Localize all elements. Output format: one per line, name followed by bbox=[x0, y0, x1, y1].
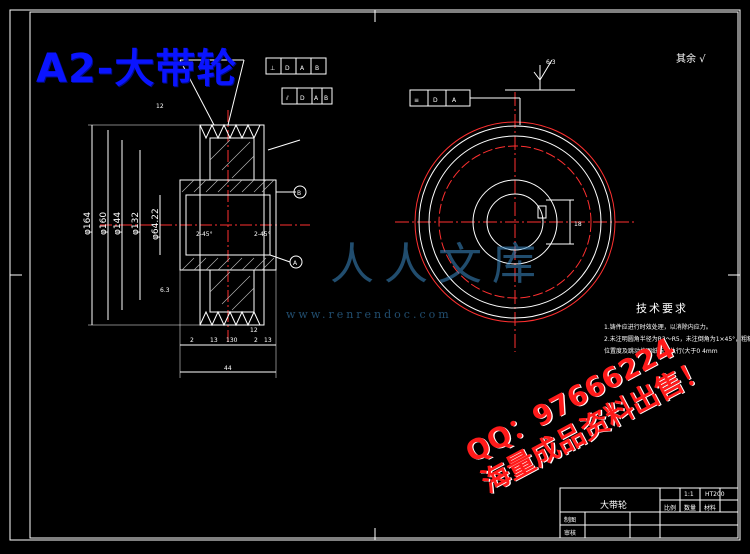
hub-outline bbox=[179, 179, 277, 271]
tech-requirements-title: 技术要求 bbox=[636, 302, 688, 315]
roughness-label: 6.3 bbox=[160, 287, 170, 294]
v-grooves-top bbox=[199, 123, 261, 140]
datum-b-text: B bbox=[297, 190, 301, 197]
v-grooves-bottom bbox=[199, 310, 261, 327]
dim-d160: φ160 bbox=[99, 212, 109, 235]
bottom-dim-6: 44 bbox=[224, 365, 232, 372]
groove-dim-top: 12 bbox=[156, 103, 164, 110]
bore-circle bbox=[486, 193, 544, 251]
chamfer-label-2: 2-45° bbox=[254, 231, 271, 238]
dim-d132: φ132 bbox=[131, 212, 141, 235]
tol-frame-2-c3: A bbox=[314, 95, 319, 102]
hub-circle bbox=[472, 179, 558, 265]
title-block-scale: 1:1 bbox=[684, 491, 694, 498]
dim-d64: φ64.22 bbox=[151, 208, 161, 240]
leader-datum-a bbox=[269, 254, 291, 263]
bottom-dim-3: 130 bbox=[226, 337, 238, 344]
outer-circle bbox=[418, 125, 612, 319]
bottom-dim-1: 2 bbox=[190, 337, 194, 344]
tol-frame-right-c3: A bbox=[452, 97, 457, 104]
title-block-material: HT200 bbox=[705, 491, 725, 498]
watermark-brand: 人人文库 bbox=[330, 239, 546, 290]
surface-finish-text: 其余 bbox=[676, 54, 696, 65]
tolerance-frames-left bbox=[265, 57, 333, 105]
title-block-cell: 数量 bbox=[684, 505, 697, 512]
section-hatching bbox=[181, 139, 275, 311]
section-view bbox=[88, 59, 310, 378]
tech-requirement-line: 位置度及跳动按图纸标注执行(大于0 4mm bbox=[604, 348, 718, 355]
outer-circle-red bbox=[414, 121, 616, 323]
chamfer-label-1: 2-45° bbox=[196, 231, 213, 238]
tol-frame-right-c2: D bbox=[433, 97, 438, 104]
tol-frame-2-c2: D bbox=[300, 95, 305, 102]
tol-frame-2-c4: B bbox=[324, 95, 328, 102]
leader-chamfer bbox=[267, 139, 301, 151]
datum-a-circle bbox=[289, 255, 303, 269]
dim-d164: φ164 bbox=[83, 212, 93, 235]
tol-frame-1-c2: D bbox=[285, 65, 290, 72]
keyway bbox=[537, 205, 547, 219]
roughness-right: 6.3 bbox=[546, 59, 556, 66]
datum-a-text: A bbox=[293, 260, 298, 267]
tol-frame-2-c1: ⫽ bbox=[285, 95, 289, 102]
tech-requirement-line: 2.未注明圆角半径为R3～R5，未注倒角为1×45°，粗糙度 Ra6.3 bbox=[604, 336, 750, 343]
web-bottom bbox=[209, 269, 255, 313]
tol-frame-right-c1: ≡ bbox=[414, 97, 419, 104]
title-block bbox=[559, 487, 739, 539]
bottom-dim-4: 2 bbox=[254, 337, 258, 344]
title-block-cell: 制图 bbox=[564, 517, 577, 524]
title-block-part-name: 大带轮 bbox=[600, 501, 628, 511]
title-block-cell: 比例 bbox=[664, 505, 677, 512]
tech-requirement-line: 1.铸件应进行时效处理，以消除内应力。 bbox=[604, 324, 712, 331]
watermark-url: www.renrendoc.com bbox=[286, 308, 452, 321]
bore bbox=[185, 194, 271, 256]
drawing-title: A2-大带轮 bbox=[36, 46, 238, 92]
pitch-circle bbox=[438, 145, 592, 299]
datum-b-circle bbox=[293, 185, 307, 199]
bottom-dim-2: 13 bbox=[210, 337, 218, 344]
dim-d144: φ144 bbox=[113, 212, 123, 235]
surface-finish-note: 其余 √ bbox=[676, 50, 706, 65]
roughness-symbol-icon: √ bbox=[699, 54, 706, 65]
groove-dim-side: 12 bbox=[250, 327, 258, 334]
tol-frame-1-c1: ⊥ bbox=[270, 65, 275, 72]
face-view bbox=[395, 59, 635, 352]
title-block-cell: 审核 bbox=[564, 530, 577, 537]
tol-frame-1-c3: A bbox=[300, 65, 305, 72]
bottom-dim-5: 13 bbox=[264, 337, 272, 344]
groove-circle bbox=[428, 135, 602, 309]
title-block-cell: 材料 bbox=[704, 505, 717, 512]
key-dim: 18 bbox=[574, 221, 582, 228]
tol-frame-1-c4: B bbox=[315, 65, 319, 72]
rim-outline bbox=[199, 124, 265, 326]
